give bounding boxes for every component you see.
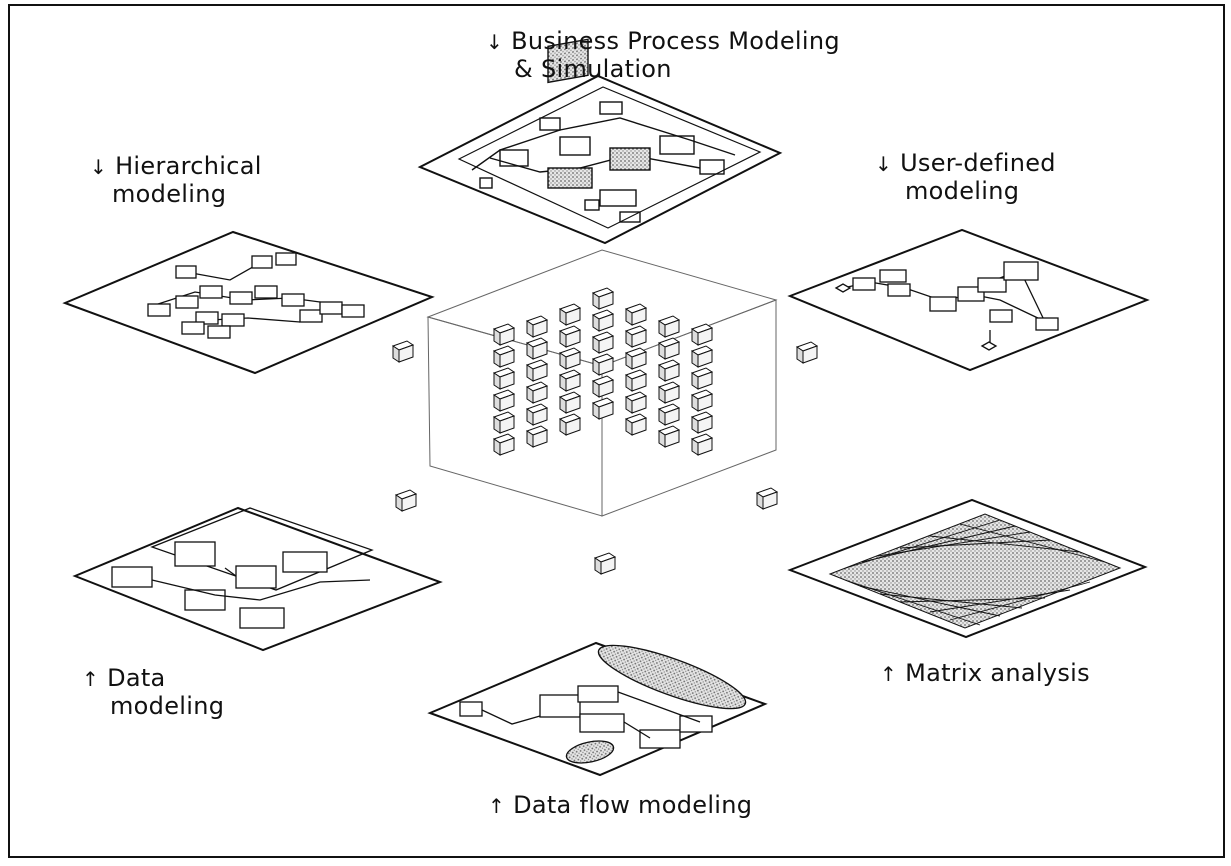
- cube-block-grid: [493, 287, 713, 456]
- cube-block: [625, 413, 647, 436]
- cube-block: [526, 381, 548, 404]
- cube-block: [493, 345, 515, 368]
- cube-block: [493, 411, 515, 434]
- cube-block: [691, 389, 713, 412]
- cube-block: [658, 315, 680, 338]
- floating-cube-right-lower: [756, 487, 778, 510]
- cube-block: [559, 369, 581, 392]
- data-modeling-plane: [72, 506, 443, 652]
- cube-block: [526, 425, 548, 448]
- cube-block: [493, 367, 515, 390]
- label-data-flow-modeling: ↑Data flow modeling: [488, 791, 753, 819]
- cube-block: [658, 403, 680, 426]
- data-flow-plane: [427, 641, 768, 777]
- cube-block: [493, 389, 515, 412]
- cube-block: [691, 411, 713, 434]
- floating-cube-right-upper: [796, 341, 818, 364]
- cube-block: [559, 391, 581, 414]
- cube-block: [559, 413, 581, 436]
- floating-cube-left-upper: [392, 340, 414, 363]
- label-matrix-analysis: ↑Matrix analysis: [880, 659, 1090, 687]
- cube-block: [493, 323, 515, 346]
- cube-block: [559, 303, 581, 326]
- cube-block: [526, 359, 548, 382]
- cube-block: [559, 347, 581, 370]
- cube-block: [658, 359, 680, 382]
- cube-block: [592, 331, 614, 354]
- business-process-plane: [417, 38, 783, 245]
- cube-block: [691, 433, 713, 456]
- hierarchical-plane: [62, 230, 435, 375]
- cube-block: [592, 375, 614, 398]
- label-business-process: ↓Business Process Modeling & Simulation: [486, 27, 840, 83]
- cube-block: [592, 353, 614, 376]
- cube-block: [526, 403, 548, 426]
- floating-cube-left-lower: [395, 489, 417, 512]
- cube-block: [592, 397, 614, 420]
- matrix-analysis-plane: [787, 498, 1148, 639]
- cube-block: [625, 391, 647, 414]
- cube-block: [592, 309, 614, 332]
- cube-block: [625, 369, 647, 392]
- cube-block: [526, 315, 548, 338]
- cube-block: [493, 433, 515, 456]
- cube-block: [691, 345, 713, 368]
- cube-block: [691, 367, 713, 390]
- cube-block: [625, 303, 647, 326]
- floating-cube-bottom: [594, 552, 616, 575]
- label-hierarchical-modeling: ↓Hierarchical modeling: [90, 152, 262, 208]
- cube-block: [691, 323, 713, 346]
- user-defined-plane: [787, 228, 1150, 372]
- cube-block: [592, 287, 614, 310]
- label-user-defined-modeling: ↓User-defined modeling: [875, 149, 1056, 205]
- cube-block: [658, 425, 680, 448]
- cube-block: [658, 381, 680, 404]
- cube-block: [559, 325, 581, 348]
- cube-block: [625, 347, 647, 370]
- central-data-cube: [426, 249, 778, 517]
- label-data-modeling: ↑Data modeling: [82, 664, 225, 720]
- cube-block: [625, 325, 647, 348]
- cube-block: [658, 337, 680, 360]
- cube-block: [526, 337, 548, 360]
